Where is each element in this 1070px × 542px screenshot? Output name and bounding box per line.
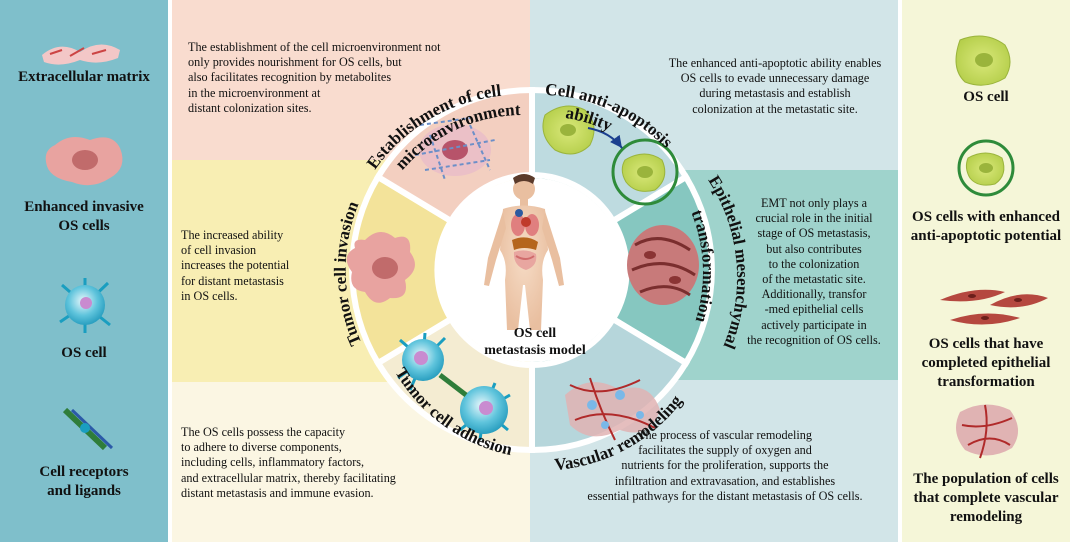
emt-illustration — [627, 225, 699, 305]
human-body-icon — [484, 174, 564, 330]
receptor-ligand-icon — [62, 407, 114, 451]
legend-extracellular-matrix: Extracellular matrix — [18, 69, 150, 85]
emt-description: EMT not only plays a crucial role in the… — [747, 196, 881, 347]
legend-anti-apoptotic: OS cells with enhanced anti-apoptotic po… — [910, 209, 1062, 244]
legend-os-cell: OS cell — [61, 345, 107, 361]
ringed-cell-icon — [957, 139, 1015, 197]
os-cell-icon — [59, 278, 111, 333]
invasion-description: The increased ability of cell invasion i… — [181, 228, 290, 303]
vascular-illustration — [565, 377, 660, 441]
invasive-cell-icon — [45, 136, 123, 186]
vascular-description: The process of vascular remodeling facil… — [587, 428, 863, 503]
legend-os-cell-green: OS cell — [963, 89, 1009, 105]
invasive-cell-illustration — [346, 231, 415, 303]
microenvironment-description: The establishment of the cell microenvir… — [188, 40, 441, 115]
microenvironment-icon — [414, 117, 496, 181]
green-cell-icon — [955, 35, 1011, 86]
anti-apoptosis-description: The enhanced anti-apoptotic ability enab… — [668, 56, 882, 116]
legend-epithelial-transformation: OS cells that have completed epithelial … — [921, 336, 1051, 390]
legend-receptors-ligands: Cell receptors and ligands — [39, 464, 129, 499]
extracellular-matrix-icon — [42, 44, 120, 65]
vascular-cells-icon — [956, 404, 1019, 459]
spindle-cells-icon — [940, 289, 1048, 325]
legend-enhanced-invasive: Enhanced invasive OS cells — [24, 199, 144, 234]
center-label: OS cell metastasis model — [484, 326, 586, 358]
left-legend-panel — [0, 0, 168, 542]
anti-apoptosis-icon — [542, 105, 679, 206]
adhesion-illustration — [397, 332, 511, 441]
adhesion-description: The OS cells possess the capacity to adh… — [181, 425, 396, 500]
legend-vascular-remodeling: The population of cells that complete va… — [913, 471, 1059, 525]
